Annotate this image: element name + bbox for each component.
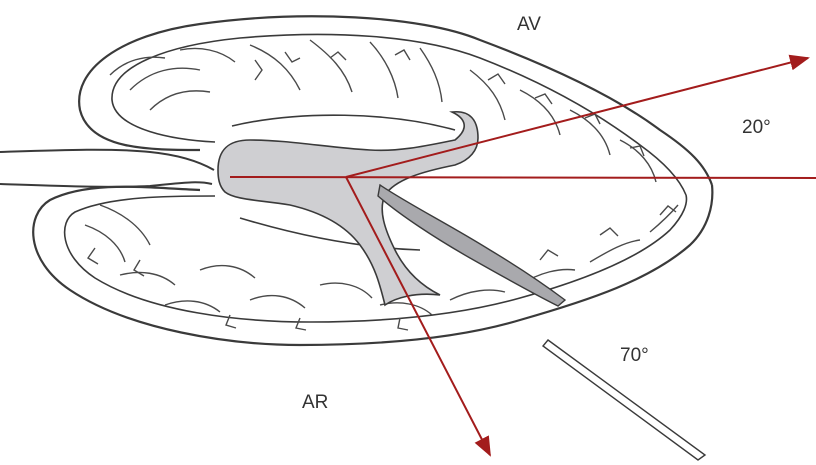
collecting-system	[218, 112, 478, 305]
angle-70-label: 70°	[620, 345, 649, 367]
horizontal-reference-line	[230, 177, 816, 178]
angle-20-label: 20°	[742, 117, 771, 139]
arrow-20-degree	[346, 58, 808, 177]
ar-label: AR	[302, 392, 328, 414]
ureter	[0, 150, 214, 187]
av-label: AV	[517, 14, 541, 36]
